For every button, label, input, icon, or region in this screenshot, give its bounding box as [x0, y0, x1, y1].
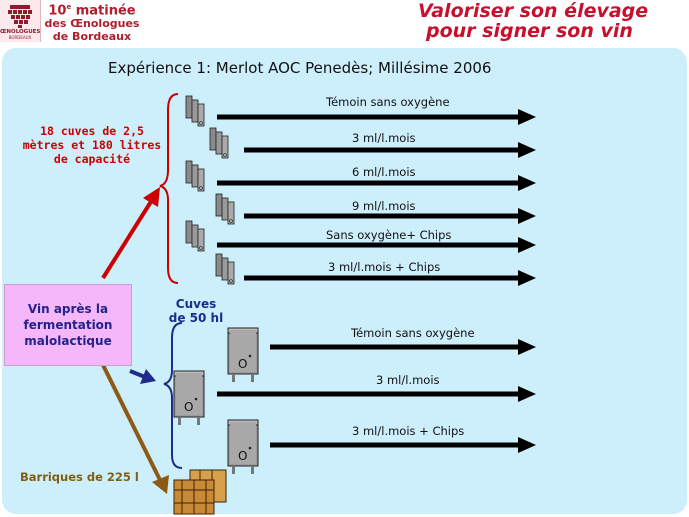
small-tanks-brace [159, 93, 179, 284]
arrow-icon [244, 142, 536, 158]
treatment-label: 3 ml/l.mois + Chips [328, 260, 441, 274]
tank-mark: O [238, 357, 248, 371]
logo-text: ŒNOLOGUES [0, 29, 41, 35]
tank-mark: O [238, 449, 248, 463]
large-tank-icon [227, 327, 259, 383]
arrow-icon [270, 339, 536, 355]
treatment-label: Témoin sans oxygène [326, 95, 450, 109]
event-word: matinée [75, 3, 136, 19]
oenologues-logo: ŒNOLOGUES BORDEAUX [0, 0, 41, 42]
arrow-icon [244, 208, 536, 224]
treatment-label: 9 ml/l.mois [352, 199, 416, 213]
small-tank-group-icon [215, 253, 235, 285]
treatment-label: Sans oxygène+ Chips [326, 228, 452, 242]
slogan-line-2: pour signer son vin [426, 20, 633, 42]
slogan-line-1: Valoriser son élevage [418, 0, 649, 22]
large-tanks-label: Cuves de 50 hl [168, 297, 224, 325]
arrow-icon [217, 175, 536, 191]
arrow-icon [217, 109, 536, 125]
small-tank-group-icon [185, 160, 205, 192]
treatment-label: Témoin sans oxygène [351, 326, 475, 340]
arrow-to-large-tanks [129, 369, 156, 384]
event-suffix: e [66, 3, 72, 11]
arrow-icon [217, 386, 536, 402]
event-line-2: des Œnologues [44, 17, 140, 31]
content-panel [2, 48, 687, 514]
large-tank-icon [173, 370, 205, 426]
arrow-to-barrels [101, 364, 169, 494]
small-tank-group-icon [209, 127, 229, 159]
slogan: Valoriser son élevage pour signer son vi… [418, 1, 648, 41]
treatment-label: 6 ml/l.mois [352, 165, 416, 179]
event-number: 10 [48, 3, 67, 19]
tank-mark: O [184, 400, 194, 414]
header: ŒNOLOGUES BORDEAUX 10e matinée des Œnolo… [0, 0, 689, 46]
event-line-3: de Bordeaux [52, 30, 132, 44]
treatment-label: 3 ml/l.mois + Chips [352, 424, 465, 438]
arrow-icon [244, 270, 536, 286]
treatment-label: 3 ml/l.mois [352, 131, 416, 145]
small-tank-group-icon [185, 95, 205, 127]
large-tanks-brace [163, 322, 183, 469]
treatment-label: 3 ml/l.mois [376, 373, 440, 387]
wine-source-box: Vin après la fermentation malolactique [4, 284, 132, 366]
small-tank-group-icon [185, 220, 205, 252]
wine-source-label: Vin après la fermentation malolactique [23, 302, 113, 348]
event-title: 10e matinée des Œnologues de Bordeaux [44, 1, 140, 43]
slide-title: Expérience 1: Merlot AOC Penedès; Millés… [108, 59, 492, 77]
large-tank-icon [227, 419, 259, 475]
barrels-label: Barriques de 225 l [20, 470, 139, 484]
barrels-icon [173, 469, 227, 515]
grapes-logo-icon [8, 5, 32, 28]
arrow-icon [270, 437, 536, 453]
arrow-icon [217, 237, 536, 253]
small-tank-group-icon [215, 193, 235, 225]
arrow-to-small-tanks [101, 187, 160, 280]
small-tanks-note: 18 cuves de 2,5 mètres et 180 litres de … [22, 124, 162, 166]
logo-subtext: BORDEAUX [8, 35, 32, 40]
